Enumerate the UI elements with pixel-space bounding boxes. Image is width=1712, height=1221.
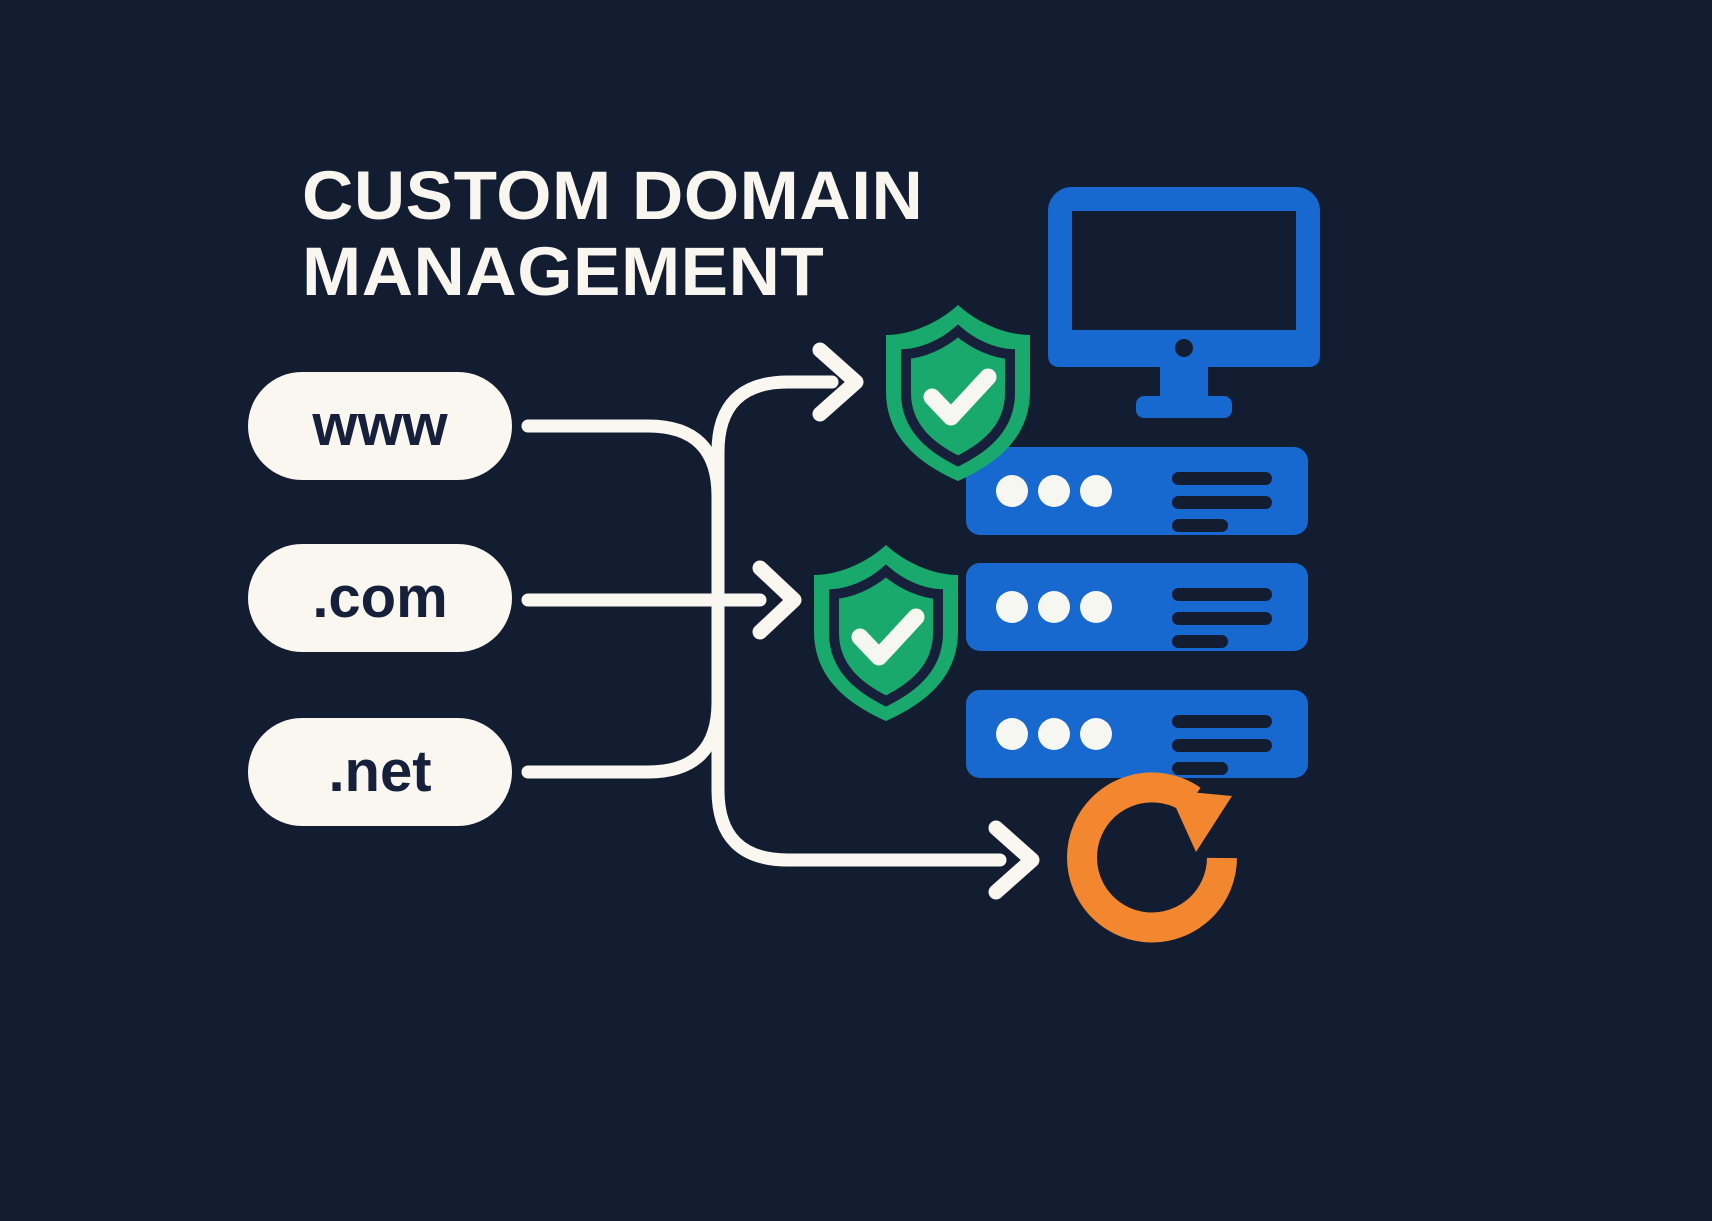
check-icon xyxy=(851,608,925,666)
domain-pill-label: .com xyxy=(312,565,448,630)
server-unit-body xyxy=(966,447,1308,535)
server-detail-line xyxy=(1246,496,1272,509)
refresh-arc xyxy=(1067,772,1237,943)
refresh-arrowhead xyxy=(1168,790,1232,852)
server-status-dot xyxy=(996,475,1028,507)
shield-inner-outline xyxy=(901,324,1015,467)
server-detail-line xyxy=(1172,715,1260,728)
server-status-dot xyxy=(1080,475,1112,507)
server-detail-line xyxy=(1172,635,1228,648)
shield-inner-outline xyxy=(829,564,943,707)
server-status-dot xyxy=(1038,591,1070,623)
server-detail-line xyxy=(1172,612,1260,625)
check-icon xyxy=(923,368,997,426)
domain-pill-label: .net xyxy=(328,739,432,804)
server-status-dot xyxy=(1080,718,1112,750)
domain-pill-www[interactable]: www xyxy=(248,372,512,480)
server-detail-line xyxy=(1172,496,1260,509)
server-status-dot xyxy=(1038,718,1070,750)
ssl-shield-middle xyxy=(814,545,958,721)
connector-net xyxy=(521,593,725,779)
ssl-shield-top xyxy=(886,305,1030,481)
monitor-power-dot xyxy=(1175,339,1193,357)
server-detail-line xyxy=(1246,739,1272,752)
refresh-icon xyxy=(1067,772,1237,943)
monitor-base xyxy=(1136,396,1232,418)
connector-group xyxy=(521,375,1007,867)
connector-trunk-down xyxy=(711,593,1007,867)
server-status-dot xyxy=(996,591,1028,623)
server-detail-line xyxy=(1172,739,1260,752)
arrowhead-top xyxy=(812,342,864,422)
connector-www xyxy=(521,419,725,611)
arrowhead-middle xyxy=(752,560,802,640)
server-unit xyxy=(966,447,1308,535)
title-line-2: MANAGEMENT xyxy=(302,233,825,310)
server-detail-line xyxy=(1172,472,1260,485)
server-status-dot xyxy=(996,718,1028,750)
server-stack-icon xyxy=(966,447,1308,778)
monitor-icon xyxy=(1048,187,1320,418)
monitor-neck xyxy=(1160,367,1208,399)
connector-trunk-up xyxy=(711,375,839,607)
arrowhead-bottom xyxy=(988,820,1040,900)
domain-pill-com[interactable]: .com xyxy=(248,544,512,652)
server-unit xyxy=(966,690,1308,778)
server-detail-line xyxy=(1246,472,1272,485)
arrowheads xyxy=(752,342,1040,900)
server-status-dot xyxy=(1038,475,1070,507)
server-detail-line xyxy=(1246,612,1272,625)
server-detail-line xyxy=(1246,588,1272,601)
server-detail-line xyxy=(1172,588,1260,601)
server-unit xyxy=(966,563,1308,651)
domain-pill-label: www xyxy=(312,393,448,458)
server-unit-body xyxy=(966,563,1308,651)
server-detail-line xyxy=(1172,762,1228,775)
server-unit-body xyxy=(966,690,1308,778)
server-detail-line xyxy=(1246,715,1272,728)
domain-pill-net[interactable]: .net xyxy=(248,718,512,826)
server-detail-line xyxy=(1172,519,1228,532)
title-line-1: CUSTOM DOMAIN xyxy=(302,157,924,234)
page-title: CUSTOM DOMAIN MANAGEMENT xyxy=(302,158,1042,310)
server-status-dot xyxy=(1080,591,1112,623)
